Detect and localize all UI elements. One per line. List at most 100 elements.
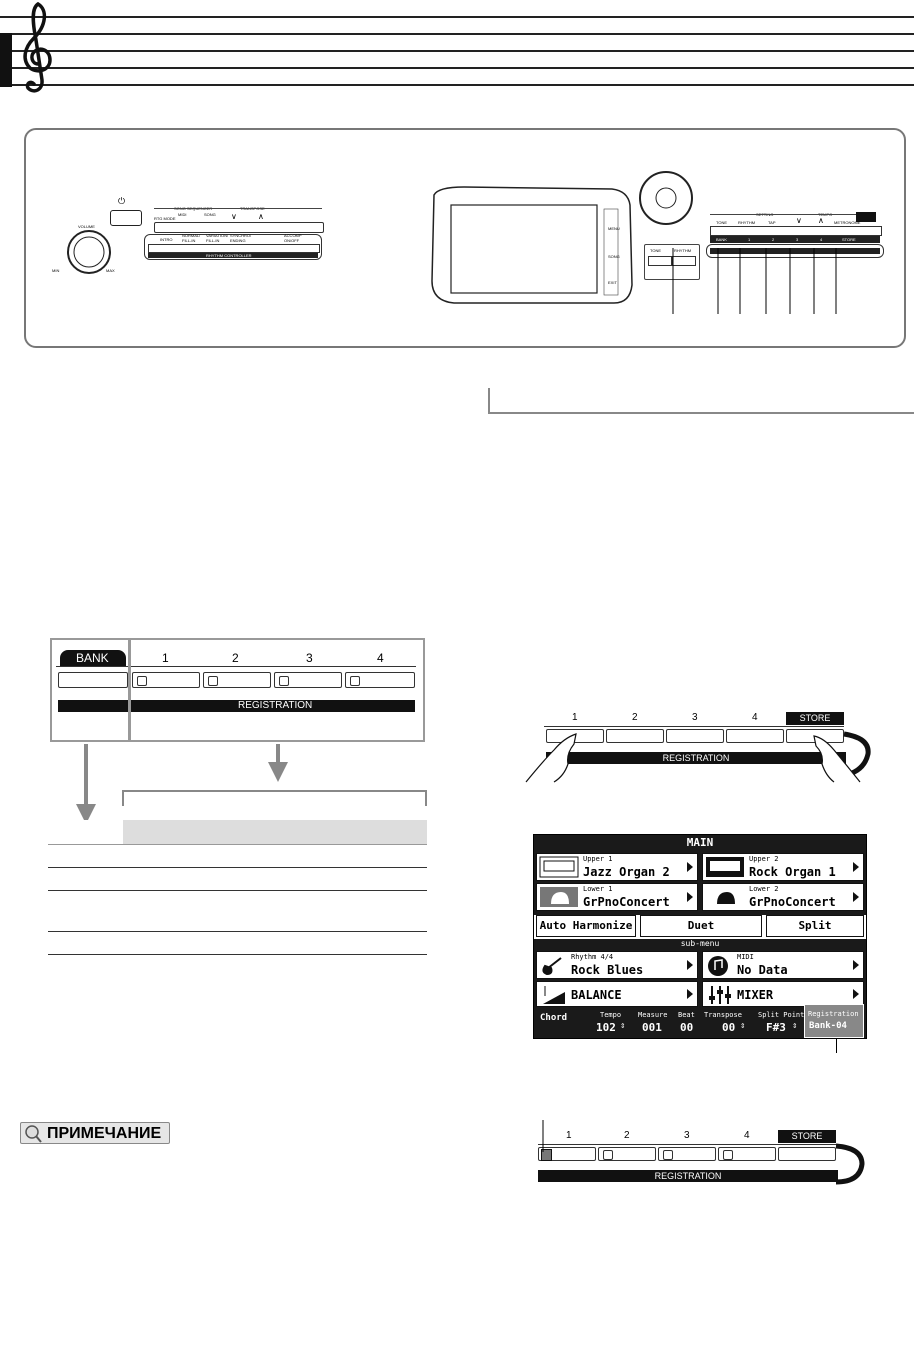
bank-tab [60, 650, 126, 666]
bracket [122, 790, 427, 806]
bank-label-bar [710, 236, 880, 243]
guitar-icon [542, 957, 562, 976]
led-indicator [603, 1150, 613, 1160]
midi-label: MIDI [178, 212, 187, 217]
duet-button[interactable]: Duet [640, 915, 762, 937]
registration-bar: REGISTRATION [58, 700, 415, 712]
divider [154, 208, 322, 209]
down-arrows [76, 744, 288, 824]
screen-title: MAIN [534, 835, 866, 851]
led-indicator [350, 676, 360, 686]
mixer-cell[interactable]: MIXER [702, 981, 864, 1007]
touch-display-icon [431, 186, 633, 304]
callout-line [836, 1039, 837, 1053]
normal-fill-in-label: NORMAL/ FILL-IN [182, 233, 201, 243]
reg-number-3: 3 [692, 712, 698, 723]
led-indicator [137, 676, 147, 686]
reg2-button-3[interactable] [658, 1147, 716, 1161]
registration-button-4[interactable] [345, 672, 415, 688]
registration-button-3[interactable] [274, 672, 342, 688]
upper1-cell[interactable]: Upper 1 Jazz Organ 2 [536, 853, 698, 881]
reg-button-4[interactable] [726, 729, 784, 743]
registration-button-row[interactable] [706, 244, 884, 258]
registration-button-2[interactable] [203, 672, 271, 688]
lower2-cell[interactable]: Lower 2 GrPnoConcert [702, 883, 864, 911]
tempo-up-icon: ∧ [818, 216, 824, 225]
registration-status-box[interactable]: Registration Bank-04 [804, 1004, 864, 1038]
display-song-label: SONG [608, 254, 620, 259]
arrow-right-icon [853, 960, 859, 970]
upper2-value: Rock Organ 1 [749, 865, 836, 879]
exit-label: EXIT [608, 280, 617, 285]
registration-bar [710, 248, 880, 254]
reg-button-2[interactable] [606, 729, 664, 743]
hand-press-illustration [525, 731, 871, 783]
tempo-value: 102 [596, 1021, 616, 1034]
bank-button[interactable] [58, 672, 128, 688]
staff-line [0, 84, 914, 86]
registration-status-value: Bank-04 [809, 1021, 847, 1031]
split-point-label: Split Point [758, 1011, 805, 1019]
mixer-label: MIXER [737, 988, 774, 1002]
registration-button-1[interactable] [132, 672, 200, 688]
rhythm-label: RHYTHM [674, 248, 692, 253]
led-indicator [663, 1150, 673, 1160]
transpose-updown-icon: ⇕ [740, 1021, 746, 1031]
led-indicator [279, 676, 289, 686]
upper2-cell[interactable]: Upper 2 Rock Organ 1 [702, 853, 864, 881]
reg2-button-4[interactable] [718, 1147, 776, 1161]
panel-store-label: STORE [842, 237, 856, 242]
panel-bank-label: BANK [716, 237, 727, 242]
table-row [48, 931, 427, 955]
staff-line [0, 50, 914, 52]
arrow-right-icon [853, 989, 859, 999]
staff-line [0, 67, 914, 69]
staff-line [0, 16, 914, 18]
power-icon: ⏻ [118, 196, 126, 206]
bank-number-4: 4 [377, 651, 384, 665]
reg-button-3[interactable] [666, 729, 724, 743]
tone-button[interactable] [648, 256, 672, 266]
store-button-2[interactable] [778, 1147, 836, 1161]
store-tab: STORE [778, 1130, 836, 1143]
piano-icon [540, 887, 578, 907]
beat-label: Beat [678, 1011, 695, 1019]
rhythm-button-row[interactable] [148, 244, 320, 253]
reg-number-1: 1 [572, 712, 578, 723]
reg2-button-1[interactable] [538, 1147, 596, 1161]
midi-cell[interactable]: MIDI No Data [702, 951, 864, 979]
tempo-down-icon: ∨ [796, 216, 802, 225]
split-button[interactable]: Split [766, 915, 864, 937]
bank-label: BANK [76, 651, 109, 665]
volume-knob-icon[interactable] [54, 222, 124, 282]
reg2-button-2[interactable] [598, 1147, 656, 1161]
submenu-bar: sub-menu [534, 939, 866, 949]
reg-number-4: 4 [752, 712, 758, 723]
power-button[interactable] [110, 210, 142, 226]
auto-harmonize-button[interactable]: Auto Harmonize [536, 915, 636, 937]
arrow-right-icon [687, 892, 693, 902]
lower1-cell[interactable]: Lower 1 GrPnoConcert [536, 883, 698, 911]
top-button-row[interactable] [710, 226, 882, 236]
organ-icon [706, 857, 744, 877]
arrow-right-icon [687, 862, 693, 872]
volume-label: VOLUME [78, 224, 95, 229]
divider [56, 666, 416, 667]
split-updown-icon: ⇕ [792, 1021, 798, 1031]
organ-icon [539, 856, 579, 878]
piano-icon [706, 887, 744, 907]
dial-icon[interactable] [638, 170, 694, 226]
tempo-updown-icon: ⇕ [620, 1021, 626, 1031]
metronome-label: METRONOME [834, 220, 861, 225]
keyboard-control-panel: VOLUME MIN MAX ⏻ SONG SEQUENCER TRANSPOS… [24, 128, 906, 348]
table-header-cell [199, 820, 275, 845]
reg-panel-header: 1 2 3 4 [544, 712, 844, 727]
balance-cell[interactable]: BALANCE [536, 981, 698, 1007]
reg2-number-3: 3 [684, 1130, 690, 1141]
reg2-number-2: 2 [624, 1130, 630, 1141]
sequencer-button-row[interactable] [154, 222, 324, 233]
rhythm-cell[interactable]: Rhythm 4/4 Rock Blues [536, 951, 698, 979]
table-header-cell [351, 820, 427, 845]
transpose-down-icon: ∨ [231, 212, 237, 221]
tempo-label: Tempo [600, 1011, 622, 1019]
